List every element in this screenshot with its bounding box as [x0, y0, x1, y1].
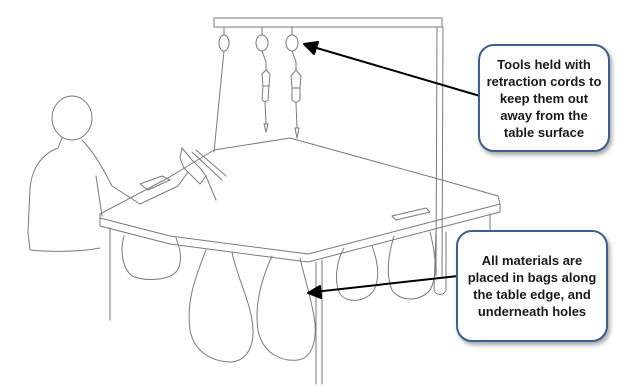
table	[100, 138, 500, 384]
cord-3	[292, 51, 296, 62]
tool-1-tip	[264, 124, 268, 132]
person-side	[96, 176, 102, 216]
tool-2-shaft	[296, 103, 297, 128]
arrow-tools-line	[310, 46, 480, 96]
bag-2	[189, 250, 253, 362]
tool-2-handle	[292, 88, 300, 103]
callout-materials-text: All materials are placed in bags along t…	[468, 252, 597, 320]
bag-1	[122, 236, 181, 279]
retraction-tools	[214, 27, 301, 152]
person-waist	[30, 248, 100, 251]
rack-post-right-edge	[442, 27, 443, 276]
tool-2-grip	[291, 62, 301, 88]
rack-crossbar	[214, 18, 442, 27]
hand-tool	[192, 150, 226, 200]
cord-2	[262, 51, 266, 62]
table-plate-right	[392, 208, 430, 220]
arrows	[304, 42, 480, 298]
reel-3	[286, 35, 298, 51]
tool-rack	[214, 18, 443, 276]
cord-1	[214, 51, 224, 152]
person-arm	[82, 140, 188, 204]
bag-4	[337, 246, 378, 300]
callout-materials: All materials are placed in bags along t…	[456, 230, 608, 342]
tool-1-grip	[262, 62, 270, 86]
material-bags	[122, 232, 446, 362]
table-top	[100, 138, 500, 254]
tool-2-tip	[295, 128, 299, 138]
tool-1-handle	[262, 86, 269, 102]
bag-3	[257, 256, 315, 360]
callout-tools-text: Tools held with retraction cords to keep…	[487, 56, 602, 141]
tool-1-shaft	[265, 102, 266, 124]
reel-1	[219, 35, 229, 51]
arrow-bags-line	[314, 276, 458, 292]
bag-5	[388, 232, 435, 299]
reel-2	[256, 35, 268, 51]
person	[28, 96, 226, 251]
table-plate-left	[140, 176, 170, 190]
callout-tools: Tools held with retraction cords to keep…	[478, 44, 610, 152]
person-back	[28, 138, 62, 250]
arrow-tools-head	[304, 42, 318, 54]
person-head	[52, 96, 92, 140]
